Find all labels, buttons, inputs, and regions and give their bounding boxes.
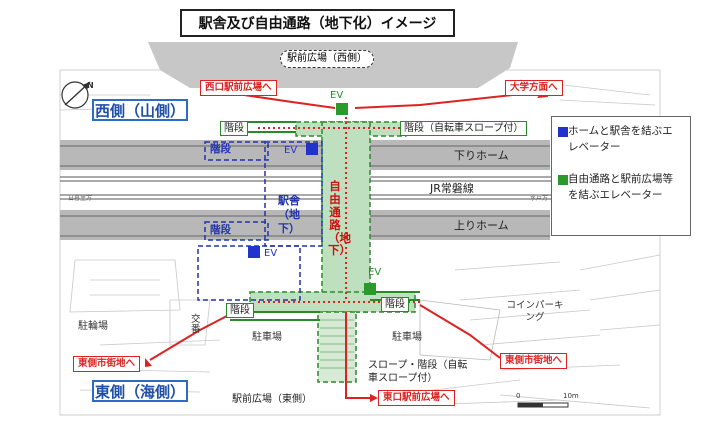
east-plaza-route-tag: 東口駅前広場へ <box>378 390 455 407</box>
blue-square-icon <box>558 127 568 137</box>
rail-lines <box>60 176 555 200</box>
east-town-left-tag: 東側市街地へ <box>73 356 141 373</box>
track-line <box>60 165 550 167</box>
stairs-bike-lower-label: 階段 <box>381 297 409 312</box>
police-box-label: 交番 <box>191 314 201 336</box>
station-outline <box>264 141 323 247</box>
legend-item-blue: ホームと駅舎を結ぶエレベーター <box>558 123 680 156</box>
green-square-icon <box>558 175 568 185</box>
station-lower-outline <box>197 245 301 301</box>
slope-hatching <box>320 319 354 369</box>
ev-label-east: EV <box>368 267 382 278</box>
ev-label-west: EV <box>330 90 344 101</box>
slope-stairs-area <box>317 311 357 383</box>
down-platform-label: 下りホーム <box>454 149 509 162</box>
compass-arrow <box>82 82 90 90</box>
east-plaza-label: 駅前広場（東側） <box>232 394 312 405</box>
slope-stairs-label: スロープ・階段（自転車スロープ付） <box>368 360 468 384</box>
diagram-title: 駅舎及び自由通路（地下化）イメージ <box>180 9 455 37</box>
station-label: 駅舎（地下） <box>278 194 300 235</box>
scale-bar <box>517 402 569 408</box>
line-name-label: JR常磐線 <box>430 182 474 195</box>
station-stairs-down-label: 階段 <box>210 143 231 155</box>
station-stairs-up-label: 階段 <box>210 224 231 236</box>
parking-right-label: 駐車場 <box>392 332 422 343</box>
elevator-blue-down <box>306 143 318 155</box>
stairs-east-label: 階段 <box>226 303 254 318</box>
scale-ten: 10m <box>563 392 579 400</box>
west-side-label: 西側（山側） <box>92 99 188 121</box>
west-plaza-label: 駅前広場（西側） <box>280 50 374 68</box>
legend: ホームと駅舎を結ぶエレベーター 自由通路と駅前広場等を結ぶエレベーター <box>551 116 691 236</box>
east-side-label: 東側（海側） <box>92 380 188 402</box>
compass-letter: N <box>87 81 94 90</box>
up-platform-label: 上りホーム <box>454 219 509 232</box>
legend-item-green: 自由通路と駅前広場等を結ぶエレベーター <box>558 171 680 204</box>
stairs-west-label: 階段 <box>220 121 248 136</box>
elevator-green-east <box>364 283 376 295</box>
track-line <box>60 145 550 147</box>
east-town-right-tag: 東側市街地へ <box>500 353 568 370</box>
stairs-bike-label: 階段（自転車スロープ付） <box>400 121 528 136</box>
hitachi-direction: 日暮里方 <box>68 195 93 202</box>
scale-zero: 0 <box>516 392 521 400</box>
coin-parking-label: コインパーキング <box>506 300 564 323</box>
track-line <box>60 215 550 217</box>
ev-label-down: EV <box>284 145 298 156</box>
parking-left-label: 駐車場 <box>252 332 282 343</box>
ev-label-up: EV <box>264 248 278 259</box>
west-plaza-route-tag: 西口駅前広場へ <box>200 80 277 97</box>
legend-green-text: 自由通路と駅前広場等を結ぶエレベーター <box>568 173 673 202</box>
bicycle-parking-label: 駐輪場 <box>78 321 108 332</box>
legend-blue-text: ホームと駅舎を結ぶエレベーター <box>568 125 673 154</box>
station-stairs-outline <box>204 141 269 241</box>
elevator-blue-up <box>248 246 260 258</box>
mito-direction: 水戸方 <box>530 195 549 202</box>
track-line <box>60 235 550 237</box>
university-route-tag: 大学方面へ <box>505 80 563 97</box>
passage-label: 自由通路（地下） <box>328 179 351 258</box>
elevator-green-west <box>336 103 348 115</box>
